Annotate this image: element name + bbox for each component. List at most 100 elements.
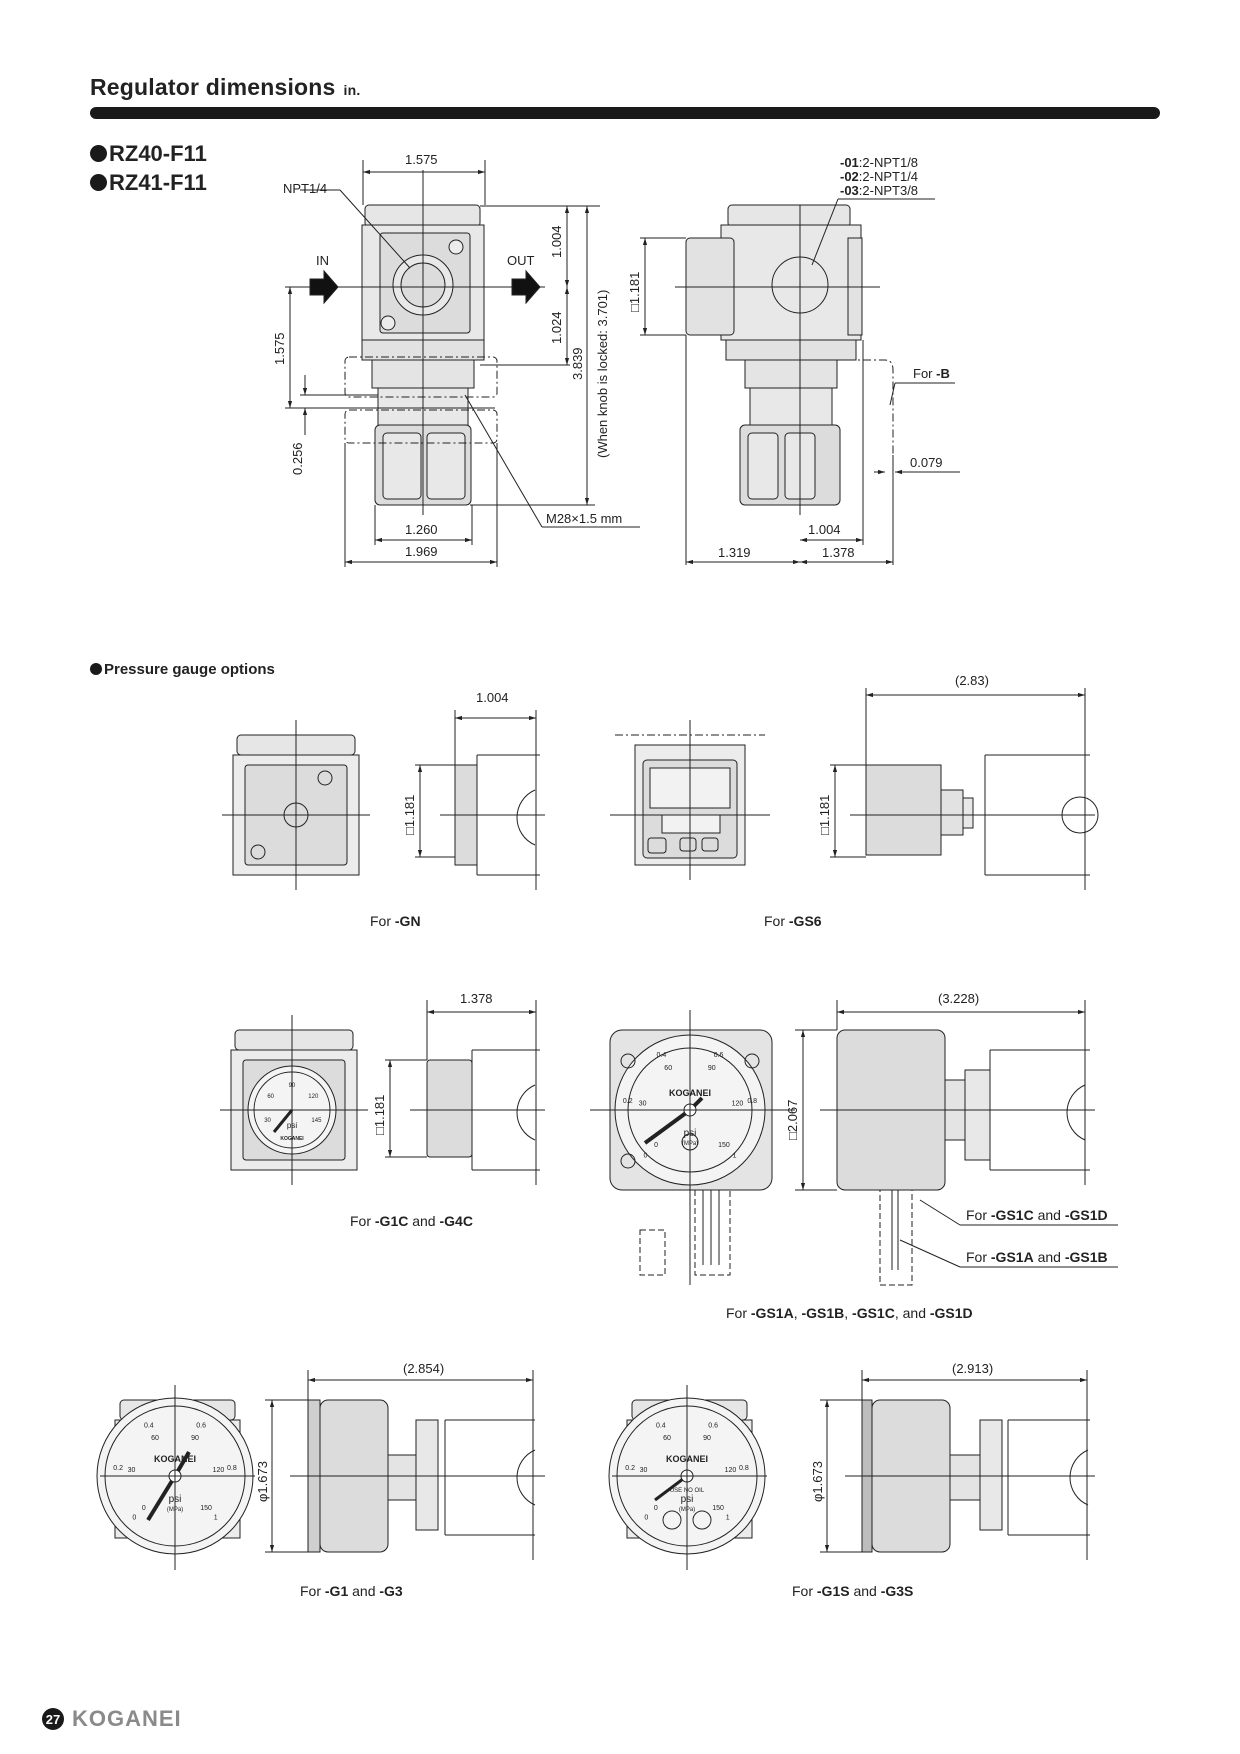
- dim-upper-height: 1.004: [549, 225, 564, 258]
- model-rz40: RZ40-F11: [90, 141, 207, 167]
- model-rz41: RZ41-F11: [90, 170, 207, 196]
- dial-psi-label: 120: [308, 1094, 319, 1100]
- g1-depth: (2.854): [403, 1361, 444, 1376]
- dial-psi-label: 30: [264, 1118, 271, 1124]
- page-footer: 27 KOGANEI: [42, 1706, 182, 1732]
- dim-bracket-offset: 0.079: [910, 455, 943, 470]
- dial-mpa-label: 0.4: [144, 1423, 154, 1430]
- dial-psi-label: 145: [311, 1118, 322, 1124]
- gauge-g1-side: [265, 1370, 545, 1560]
- gauge-gs6-side: [830, 688, 1099, 890]
- dial-psi-label: 150: [718, 1142, 730, 1149]
- dial-psi-label: 120: [725, 1467, 737, 1474]
- gauge-g1-front: [96, 1385, 255, 1570]
- dial-psi-label: 30: [128, 1467, 136, 1474]
- dial-mpa-label: 0.8: [747, 1098, 757, 1105]
- dim-knob-width: 1.260: [405, 522, 438, 537]
- dial-mpa-label: 0.8: [227, 1465, 237, 1472]
- regulator-side-view: [675, 204, 894, 515]
- dim-side-right: 1.004: [808, 522, 841, 537]
- section-title-gauge-options: Pressure gauge options: [90, 661, 275, 678]
- g1s-diameter: φ1.673: [810, 1461, 825, 1502]
- dial-mpa-label: 0.6: [714, 1052, 724, 1059]
- dial-brand: KOGANEI: [280, 1136, 304, 1142]
- in-arrow-icon: [309, 269, 339, 305]
- dial-psi-label: 0: [142, 1505, 146, 1512]
- out-arrow-icon: [511, 269, 541, 305]
- dial-unit-mpa: (MPa): [167, 1507, 183, 1513]
- port-option-03: -03:2-NPT3/8: [840, 183, 918, 198]
- dial-unit: psi: [169, 1494, 182, 1505]
- dial-brand: KOGANEI: [666, 1454, 708, 1464]
- out-label: OUT: [507, 253, 535, 268]
- dial-psi-label: 120: [732, 1100, 744, 1107]
- dial-mpa-label: 0.4: [657, 1052, 667, 1059]
- gauge-gs1-front: [590, 1010, 795, 1285]
- dial-note: USE NO OIL: [670, 1488, 705, 1494]
- gn-depth: 1.004: [476, 690, 509, 705]
- gs6-depth: (2.83): [955, 673, 989, 688]
- dial-unit: psi: [287, 1121, 297, 1130]
- port-label: NPT1/4: [283, 181, 327, 196]
- thread-label: M28×1.5 mm: [546, 511, 622, 526]
- dim-top-width: 1.575: [405, 152, 438, 167]
- dial-psi-label: 0: [654, 1505, 658, 1512]
- caption-g1s: For -G1S and -G3S: [792, 1583, 913, 1599]
- side-dimension-lines: [640, 198, 960, 565]
- gauge-g1c-side: [385, 1000, 545, 1185]
- main-dimension-lines: [285, 160, 640, 567]
- gauge-g1s-side: [820, 1370, 1095, 1560]
- dial-psi-label: 90: [703, 1435, 711, 1442]
- dial-mpa-label: 0: [644, 1515, 648, 1522]
- dial-psi-label: 120: [213, 1467, 225, 1474]
- dim-side-right-total: 1.378: [822, 545, 855, 560]
- model-label: RZ41-F11: [109, 170, 207, 195]
- dial-mpa-label: 1: [726, 1515, 730, 1522]
- gn-square: □1.181: [402, 795, 417, 835]
- gauge-gs1-side: [795, 1000, 1118, 1286]
- dial-psi-label: 0: [654, 1142, 658, 1149]
- title-text: Regulator dimensions: [90, 74, 336, 100]
- dial-unit: psi: [684, 1128, 697, 1139]
- dial-psi-label: 60: [663, 1435, 671, 1442]
- dial-psi-label: 60: [151, 1435, 159, 1442]
- dial-psi-label: 90: [708, 1065, 716, 1072]
- unit-label: in.: [343, 82, 361, 98]
- dial-psi-label: 150: [712, 1505, 724, 1512]
- dim-port-height: 1.575: [272, 332, 287, 365]
- dial-mpa-label: 0: [643, 1153, 647, 1160]
- dial-unit-mpa: (MPa): [679, 1507, 695, 1513]
- dial-unit-mpa: (MPa): [682, 1141, 698, 1147]
- dial-psi-label: 90: [191, 1435, 199, 1442]
- page-title: Regulator dimensions in.: [90, 74, 360, 101]
- gs1-depth: (3.228): [938, 991, 979, 1006]
- dial-mpa-label: 1: [214, 1515, 218, 1522]
- title-rule: [90, 107, 1160, 119]
- g1c-square: □1.181: [372, 1095, 387, 1135]
- brand-logo: KOGANEI: [72, 1706, 182, 1731]
- dial-mpa-label: 1: [733, 1153, 737, 1160]
- dial-mpa-label: 0: [132, 1515, 136, 1522]
- port-option-01: -01:2-NPT1/8: [840, 155, 918, 170]
- dial-brand: KOGANEI: [669, 1088, 711, 1098]
- note-gs1a-gs1b: For -GS1A and -GS1B: [966, 1249, 1108, 1265]
- caption-gs1: For -GS1A, -GS1B, -GS1C, and -GS1D: [726, 1305, 973, 1321]
- gauge-gn-front: [222, 720, 370, 890]
- in-label: IN: [316, 253, 329, 268]
- dial-psi-label: 60: [267, 1094, 274, 1100]
- gauge-gn-side: [415, 710, 545, 890]
- locked-height-note: (When knob is locked: 3.701): [595, 290, 610, 458]
- dial-unit: psi: [681, 1494, 694, 1505]
- port-option-02: -02:2-NPT1/4: [840, 169, 918, 184]
- dial-brand: KOGANEI: [154, 1454, 196, 1464]
- gauge-g1c-front: [220, 1015, 368, 1185]
- caption-gn: For -GN: [370, 913, 421, 929]
- dial-mpa-label: 0.2: [113, 1465, 123, 1472]
- caption-g1: For -G1 and -G3: [300, 1583, 403, 1599]
- dim-base-width: 1.969: [405, 544, 438, 559]
- section-title-text: Pressure gauge options: [104, 661, 275, 678]
- dial-mpa-label: 0.6: [196, 1423, 206, 1430]
- dim-lower-height: 1.024: [549, 311, 564, 344]
